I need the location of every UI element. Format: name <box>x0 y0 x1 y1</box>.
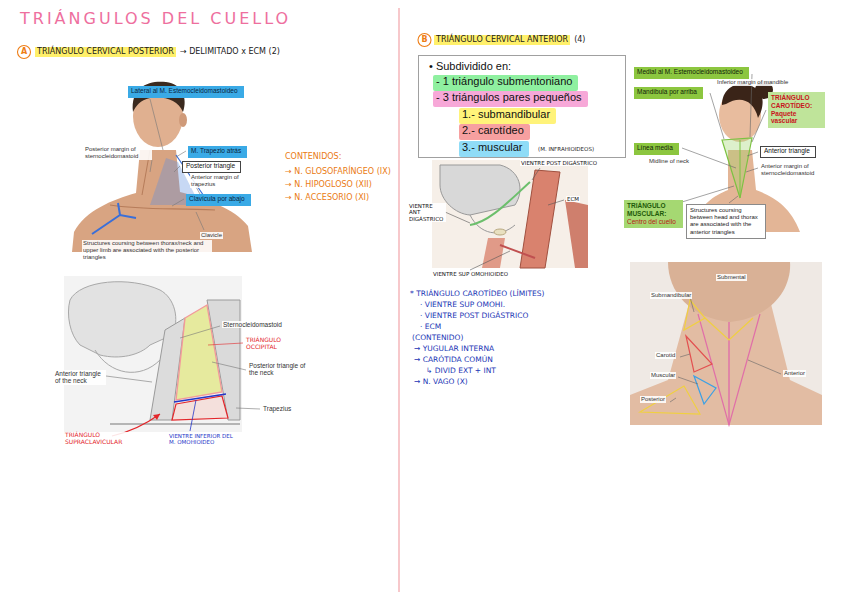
annotation: (M. INFRAHIOIDEOS) <box>538 146 594 152</box>
annotation: · VIENTRE SUP OMOHI. <box>420 300 505 309</box>
region-tag: Mandíbula por arriba <box>634 87 703 99</box>
annotation: TRIÁNGULO SUPRACLAVICULAR <box>64 432 134 446</box>
annotation: · VIENTRE POST DIGÁSTRICO <box>420 311 528 320</box>
anterior-neck-drawing <box>432 160 588 270</box>
annotation: VIENTRE POST DIGÁSTRICO <box>520 160 598 166</box>
node-text: • Subdividido en: <box>429 60 615 73</box>
annotation: Sternocleidomastoid <box>222 321 283 328</box>
annotation: → N. GLOSOFARÍNGEO (IX) <box>285 167 391 177</box>
annotation: → CARÓTIDA COMÚN <box>414 355 493 364</box>
node-text: 3.- muscular <box>462 141 526 154</box>
posterior-triangle-photo <box>72 82 252 252</box>
figure-label-box: Posterior triangle <box>182 161 241 173</box>
region-tag: Medial al M. Estemocleidomastoideo <box>634 67 749 79</box>
annotation: CONTENIDOS: <box>285 152 341 162</box>
node-text: Structures coursing between head and tho… <box>690 207 762 236</box>
annotation: TRIÁNGULO CERVICAL ANTERIOR <box>434 35 570 45</box>
section-letter: A <box>21 47 27 57</box>
region-note: TRIÁNGULO CAROTÍDEO:Paquete vascular <box>768 92 825 128</box>
node-text: Clavícula por abajo <box>189 195 248 203</box>
page-divider <box>398 8 399 592</box>
figure-caption-box: Structures coursing between head and tho… <box>686 204 766 239</box>
annotation: Inferior margin of mandible <box>716 79 789 86</box>
subdivision-box: • Subdividido en: - 1 triángulo submenton… <box>418 55 626 158</box>
node-text: Paquete vascular <box>771 110 822 126</box>
annotation: VIENTRE ANT DIGÁSTRICO <box>408 203 446 222</box>
region-note: TRIÁNGULO MUSCULAR:Centro del cuello <box>624 200 683 228</box>
annotation: Muscular <box>650 372 676 379</box>
annotation: Posterior triangle of the neck <box>248 362 308 377</box>
node-text: TRIÁNGULO CAROTÍDEO: <box>771 94 822 110</box>
annotation: (4) <box>574 35 585 45</box>
node-text: Lateral al M. Estemocleidomastoideo <box>131 87 241 95</box>
figure-label-box: Anterior triangle <box>760 146 816 158</box>
annotation: Anterior <box>783 370 806 377</box>
highlight-item: 1.- submandibular <box>459 108 556 124</box>
node-text: Medial al M. Estemocleidomastoideo <box>637 68 746 76</box>
highlight-item: 2.- carotídeo <box>459 124 530 140</box>
annotation: TRIÁNGULO OCCIPITAL <box>245 337 293 351</box>
node-text: - 3 triángulos pares pequeños <box>436 91 585 104</box>
annotation: Anterior margin of trapezius <box>190 174 242 188</box>
annotation: * TRIÁNGULO CAROTÍDEO (LÍMITES) <box>410 289 544 298</box>
node-text: 1.- submandibular <box>462 108 553 121</box>
node-text: TRIÁNGULO MUSCULAR: <box>627 202 680 218</box>
annotation: → YUGULAR INTERNA <box>414 344 494 353</box>
annotation: VIENTRE INFERIOR DEL M. OMOHIOIDEO <box>168 433 234 446</box>
section-circle <box>418 34 431 47</box>
node-text: M. Trapezio atrás <box>191 147 244 155</box>
highlight-item: 3.- muscular <box>459 141 529 157</box>
section-circle <box>18 46 31 59</box>
annotation: Submental <box>716 274 747 281</box>
annotation: → N. HIPOGLOSO (XII) <box>285 180 372 190</box>
lateral-neck-drawing <box>64 276 260 436</box>
node-text: 2.- carotídeo <box>462 124 527 137</box>
annotation: ECM <box>566 196 580 202</box>
annotation: (CONTENIDO) <box>412 333 463 342</box>
annotation: Trapezius <box>262 405 292 412</box>
region-tag: Lateral al M. Estemocleidomastoideo <box>128 86 244 98</box>
annotation: TRIÁNGULO CERVICAL POSTERIOR <box>35 47 176 57</box>
highlight-item: - 3 triángulos pares pequeños <box>433 91 588 107</box>
region-tag: Clavícula por abajo <box>186 194 251 206</box>
annotation: → N. ACCESORIO (XI) <box>285 193 369 203</box>
annotation: Posterior margin of sternocleidomastoid <box>84 146 152 160</box>
section-letter: B <box>422 35 428 45</box>
node-text: Línea media <box>637 144 676 152</box>
annotation: → N. VAGO (X) <box>414 377 468 386</box>
neck-triangles-photo <box>630 262 822 425</box>
annotation: ↳ DIVID EXT + INT <box>426 366 496 375</box>
highlight-item: - 1 triángulo submentoniano <box>433 75 578 91</box>
annotation: Anterior triangle of the neck <box>54 370 106 385</box>
node-text: Centro del cuello <box>627 218 680 226</box>
annotation: Carotid <box>655 352 676 359</box>
annotation: Submandibular <box>650 292 692 299</box>
annotation: VIENTRE SUP OMOHIOIDEO <box>432 271 509 277</box>
region-tag: Línea media <box>634 143 679 155</box>
node-text: Posterior triangle <box>186 162 237 170</box>
annotation: Posterior <box>640 396 666 403</box>
annotation: Midline of neck <box>648 158 690 165</box>
annotation: · ECM <box>420 322 441 331</box>
node-text: Anterior triangle <box>764 147 812 155</box>
annotation: Clavicle <box>200 232 223 239</box>
annotation: Anterior margin of sternocleidomastoid <box>760 163 824 177</box>
annotation: → DELIMITADO x ECM (2) <box>180 47 280 57</box>
annotation: Structures coursing between thorax/neck … <box>82 240 212 261</box>
node-text: Mandíbula por arriba <box>637 88 700 96</box>
region-tag: M. Trapezio atrás <box>188 146 247 158</box>
page-title: TRIÁNGULOS DEL CUELLO <box>20 9 291 28</box>
node-text: - 1 triángulo submentoniano <box>436 75 575 88</box>
